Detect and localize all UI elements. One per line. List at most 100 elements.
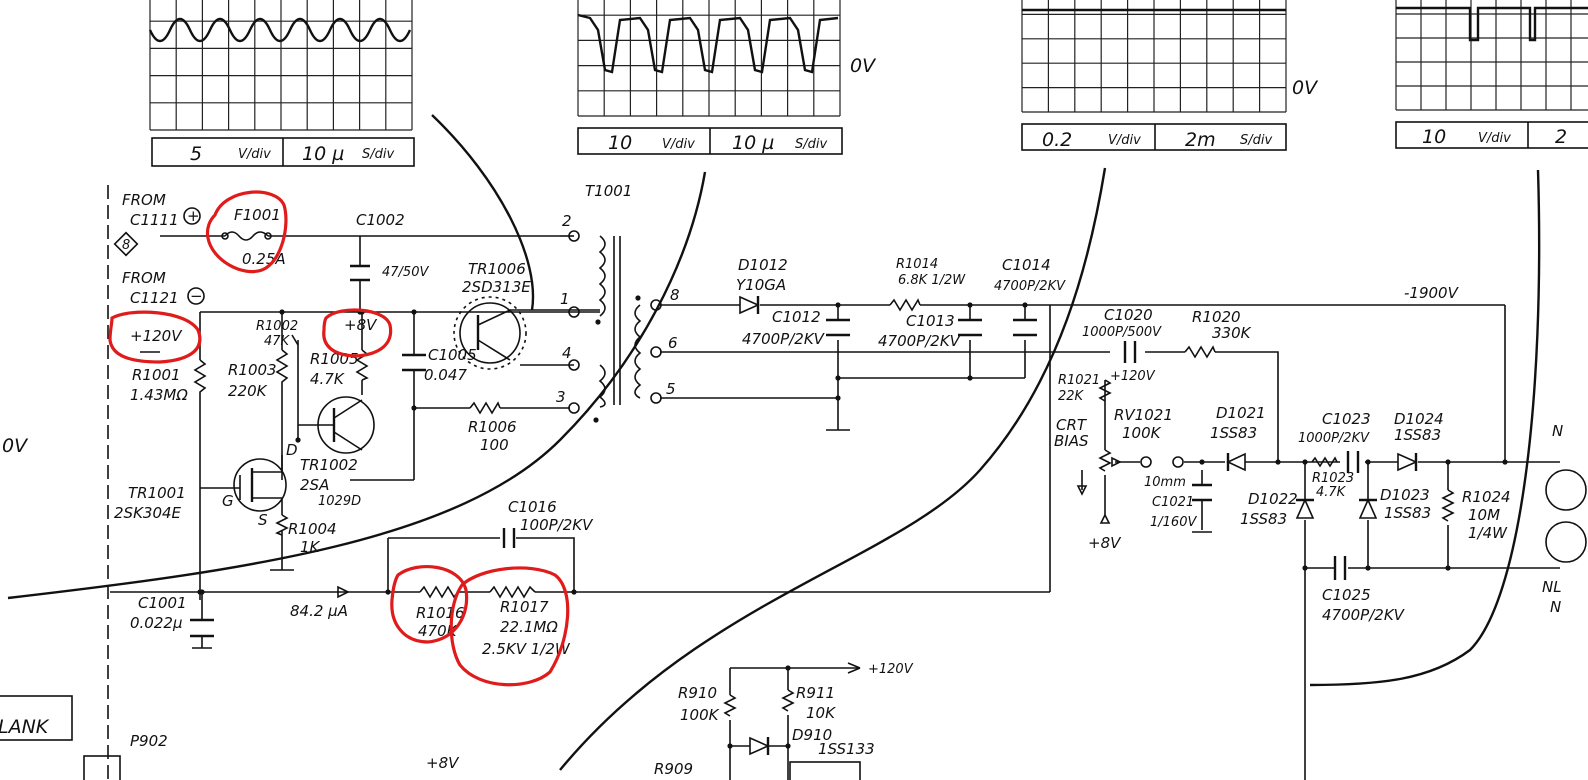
- c1001-value: 0.022µ: [130, 614, 183, 632]
- from-2-label: FROM: [122, 269, 166, 287]
- diamond-number: 8: [122, 238, 130, 253]
- d1023-diode: [1358, 498, 1378, 519]
- probe-curve-4: [1309, 169, 1541, 687]
- scope-2-zero: 0V: [850, 55, 877, 77]
- scope-1-vunit: V/div: [238, 147, 271, 162]
- bias-label: BIAS: [1054, 432, 1089, 450]
- scope-3-vdiv: 0.2: [1042, 129, 1072, 151]
- scope-2-vdiv: 10: [608, 132, 632, 154]
- probe-curve-2: [7, 171, 707, 600]
- r1016-label: R1016: [416, 604, 465, 622]
- scope-2-waveform: [577, 13, 839, 74]
- from-1-source: C1111: [130, 211, 179, 229]
- r1023-resistor: [1311, 456, 1338, 468]
- pin-6: 6: [668, 334, 678, 352]
- red-circle-v8: [322, 308, 393, 358]
- r1020-label: R1020: [1192, 308, 1241, 326]
- p902-label: P902: [130, 732, 168, 750]
- pin-2: 2: [562, 212, 572, 230]
- scope-1-waveform: [148, 17, 412, 43]
- tr1006-value: 2SD313E: [462, 278, 531, 296]
- r1001-value: 1.43MΩ: [130, 386, 188, 404]
- tr1001-value: 2SK304E: [114, 504, 182, 522]
- plus-terminal: [183, 207, 201, 225]
- r1002-value: 47K: [264, 334, 291, 349]
- minus-sign: −: [190, 287, 203, 305]
- d1022-label: D1022: [1248, 490, 1298, 508]
- from-2-source: C1121: [130, 289, 179, 307]
- d1022-value: 1SS83: [1240, 510, 1287, 528]
- r1006-value: 100: [480, 436, 509, 454]
- r1024-resistor: [1441, 489, 1455, 522]
- r1023-value: 4.7K: [1316, 485, 1347, 500]
- r1017-resistor: [489, 585, 536, 599]
- c1020-label: C1020: [1104, 306, 1153, 324]
- scope-4-vdiv: 10: [1422, 126, 1446, 148]
- d910-value: 1SS133: [818, 740, 875, 758]
- r1020-resistor: [1184, 345, 1216, 359]
- d910-label: D910: [792, 726, 832, 744]
- c1023-value: 1000P/2KV: [1298, 431, 1370, 446]
- r1014-resistor: [889, 298, 921, 312]
- d1012-diode: [739, 295, 760, 315]
- scope-2-tdiv: 10 µ: [732, 132, 774, 154]
- c1001-label: C1001: [138, 594, 187, 612]
- nl2-label: N: [1550, 598, 1561, 616]
- d1024-value: 1SS83: [1394, 426, 1441, 444]
- d1024-diode: [1397, 452, 1418, 472]
- c1014-value: 4700P/2KV: [994, 279, 1066, 294]
- r1023-label: R1023: [1312, 471, 1354, 486]
- rv1021-value: 100K: [1122, 424, 1162, 442]
- scope-3-tdiv: 2m: [1185, 129, 1216, 151]
- d1021-label: D1021: [1216, 404, 1266, 422]
- c1016-label: C1016: [508, 498, 557, 516]
- scope-2-tunit: S/div: [795, 137, 827, 152]
- crt-label: CRT: [1056, 416, 1088, 434]
- r1004-resistor: [275, 514, 289, 536]
- v8b-label: +8V: [1088, 534, 1122, 552]
- tr1001-label: TR1001: [128, 484, 186, 502]
- pin-4: 4: [562, 344, 572, 362]
- r1017-value: 22.1MΩ: [500, 618, 558, 636]
- r1017-label: R1017: [500, 598, 549, 616]
- r911-label: R911: [796, 684, 835, 702]
- n1-label: N: [1552, 422, 1563, 440]
- r1006-label: R1006: [468, 418, 517, 436]
- r910-value: 100K: [680, 706, 720, 724]
- d1012-label: D1012: [738, 256, 788, 274]
- r1024-value: 10M: [1468, 506, 1500, 524]
- d1012-value: Y10GA: [736, 276, 786, 294]
- p902-connector: [83, 755, 121, 780]
- c1021-value: 1/160V: [1150, 515, 1197, 530]
- r1002-label: R1002: [256, 319, 298, 334]
- t1001-primary-coil: [598, 235, 606, 317]
- tr1006-transistor: [459, 302, 521, 364]
- red-circle-r1017: [449, 566, 570, 687]
- r1004-label: R1004: [288, 520, 337, 538]
- d1024-label: D1024: [1394, 410, 1444, 428]
- r1006-resistor: [469, 401, 501, 415]
- fet-gate-pin: G: [222, 492, 234, 510]
- r1024-value2: 1/4W: [1468, 524, 1508, 542]
- scope-4-scale-box: [1395, 121, 1588, 149]
- tr1002-label: TR1002: [300, 456, 358, 474]
- c1020-value: 1000P/500V: [1082, 325, 1162, 340]
- scope-1-vdiv: 5: [190, 143, 202, 165]
- r1003-resistor: [275, 349, 289, 395]
- tr1001-fet: [233, 458, 287, 512]
- scope-1: 5 V/div 10 µ S/div: [148, 0, 415, 167]
- r1001-label: R1001: [132, 366, 181, 384]
- v120-label: +120V: [130, 327, 183, 345]
- c1005-value: 0.047: [424, 366, 467, 384]
- tube-2: [1545, 521, 1587, 563]
- current-label: 84.2 µA: [290, 602, 348, 620]
- scope-3-vunit: V/div: [1108, 133, 1141, 148]
- r910-label: R910: [678, 684, 717, 702]
- tr1006-label: TR1006: [468, 260, 526, 278]
- pin-1: 1: [560, 290, 570, 308]
- c1021-label: C1021: [1152, 495, 1194, 510]
- scope-2: 0V 10 V/div 10 µ S/div: [577, 0, 877, 155]
- probe-curve-1: [431, 114, 535, 311]
- r1014-value: 6.8K 1/2W: [898, 273, 966, 288]
